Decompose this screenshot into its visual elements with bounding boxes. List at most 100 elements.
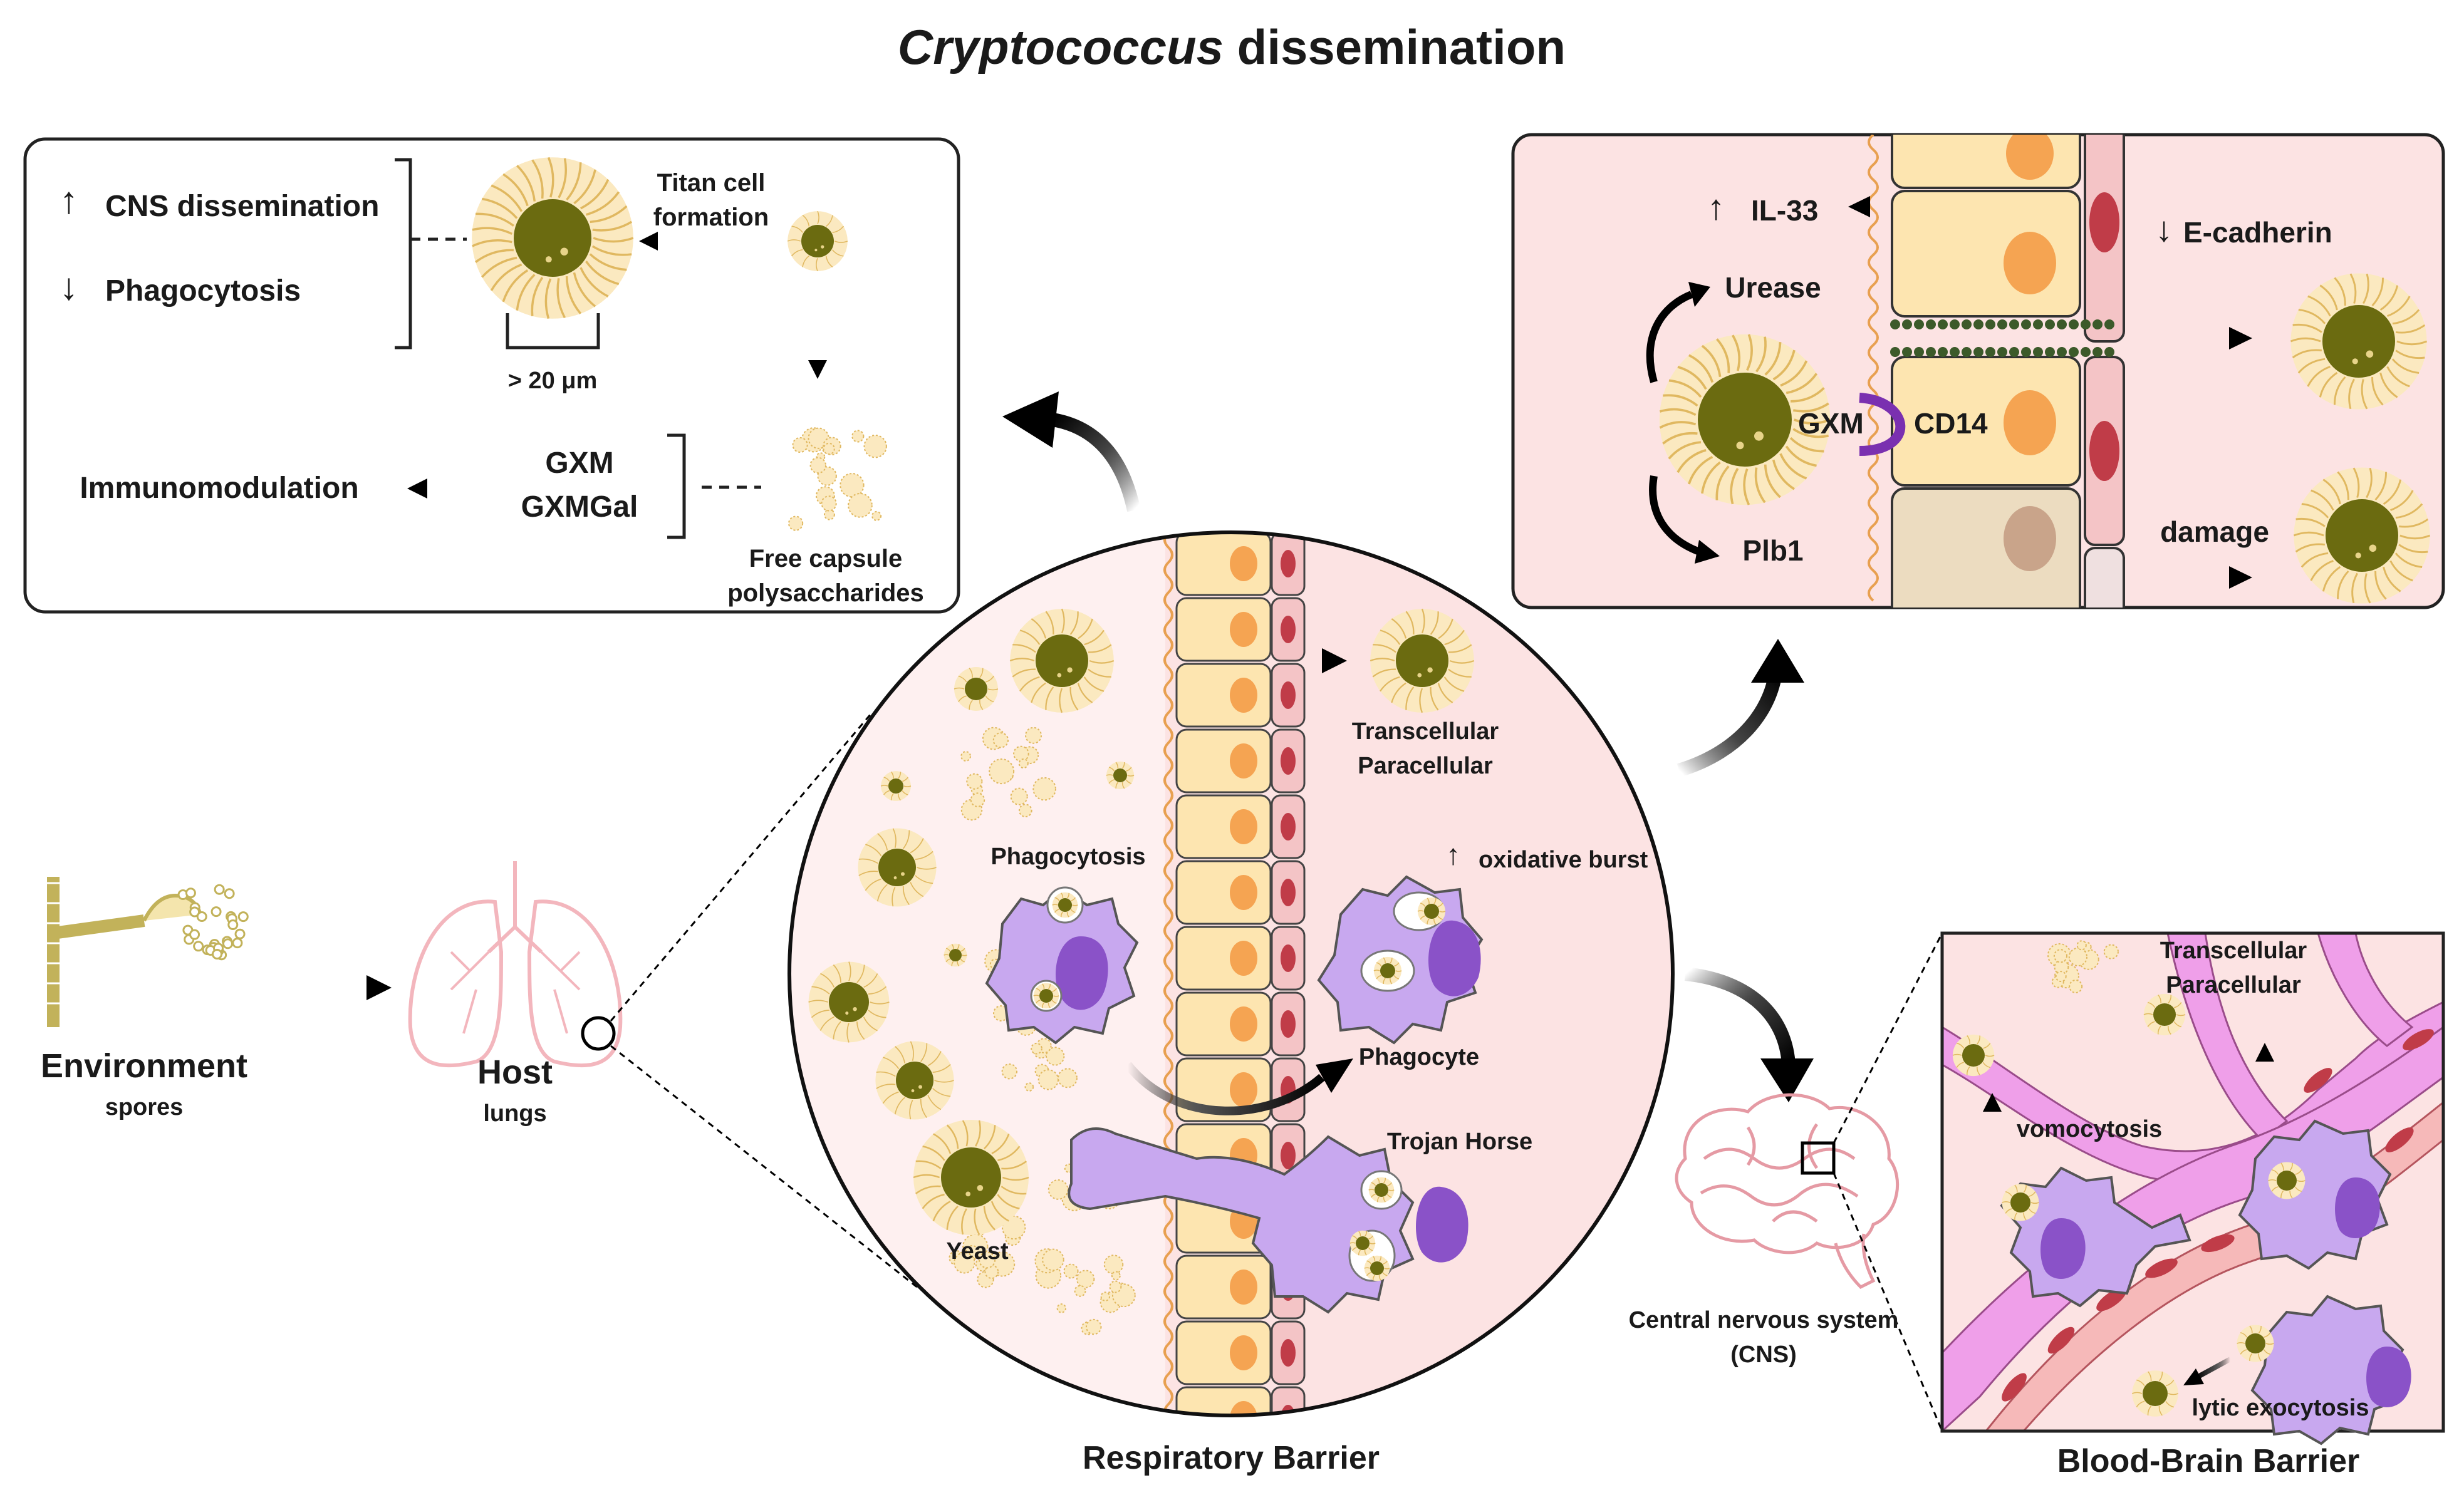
capsule-strand bbox=[820, 973, 835, 988]
titan-formation-label: formation bbox=[653, 204, 769, 231]
yeast-body bbox=[965, 678, 987, 700]
urease-label: Urease bbox=[1725, 271, 1821, 304]
capsule-strand bbox=[2398, 518, 2429, 528]
cd14-label: CD14 bbox=[1914, 407, 1988, 440]
yeast-icon bbox=[1009, 608, 1115, 713]
capsule-strand bbox=[1663, 394, 1698, 407]
capsule-strand bbox=[1676, 448, 1707, 473]
capsule-strand bbox=[865, 844, 882, 856]
polysaccharide-flake bbox=[1010, 787, 1028, 805]
up-arrow-glyph: ↑ bbox=[1707, 187, 1725, 227]
polysaccharide-flake bbox=[1047, 1179, 1069, 1200]
spore bbox=[189, 906, 200, 918]
capsule-strand bbox=[2258, 1353, 2262, 1362]
capsule-strand bbox=[1368, 1247, 1373, 1251]
capsule-strand bbox=[2337, 471, 2349, 500]
capsule-strand bbox=[1384, 1268, 1390, 1270]
epithelial-nucleus bbox=[1230, 743, 1257, 778]
capsule-strand bbox=[848, 961, 851, 981]
capsule-strand bbox=[2389, 560, 2413, 582]
capsule-strand bbox=[979, 668, 984, 678]
capsule-strand bbox=[1746, 334, 1753, 371]
capsule-strand bbox=[1420, 903, 1426, 908]
capsule-strand bbox=[2392, 309, 2420, 325]
capsule-strand bbox=[1405, 686, 1415, 710]
yeast-granule bbox=[1067, 667, 1073, 673]
capsule-strand bbox=[2289, 1190, 2293, 1199]
capsule-strand bbox=[882, 1091, 899, 1104]
capsule-strand bbox=[1764, 342, 1782, 376]
capsule-strand bbox=[974, 1208, 980, 1235]
capsule-strand bbox=[1668, 379, 1702, 398]
capsule-strand bbox=[1126, 767, 1132, 772]
capsule-strand bbox=[2298, 309, 2326, 324]
capsule-strand bbox=[898, 772, 902, 779]
capsule-strand bbox=[960, 948, 965, 952]
cilia-edge bbox=[1163, 532, 1173, 1415]
capsule-strand bbox=[1668, 441, 1702, 460]
junction-dot bbox=[2045, 347, 2055, 357]
capsule-strand bbox=[979, 700, 984, 710]
polysaccharide-flake bbox=[1076, 1270, 1095, 1288]
junction-dot bbox=[1950, 319, 1960, 329]
junction-dot bbox=[2057, 347, 2067, 357]
polysaccharide-flake bbox=[2068, 947, 2088, 967]
endothelial-nucleus bbox=[1281, 747, 1296, 775]
polysaccharide-flake bbox=[1074, 1285, 1086, 1297]
capsule-strand bbox=[910, 838, 924, 854]
capsule-strand bbox=[2005, 1191, 2013, 1197]
free-polysaccharide-cloud bbox=[949, 1215, 1026, 1288]
capsule-strand bbox=[1383, 1260, 1388, 1265]
capsule-strand bbox=[895, 1046, 906, 1063]
capsule-strand bbox=[1383, 1177, 1386, 1184]
capsule-strand bbox=[1430, 686, 1439, 711]
capsule-strand bbox=[1372, 1275, 1376, 1281]
capsule-strand bbox=[811, 1009, 830, 1018]
spore bbox=[212, 949, 223, 960]
yeast-granule bbox=[2369, 544, 2377, 552]
arrow-head-left bbox=[639, 232, 658, 251]
polysaccharide-flake bbox=[2053, 949, 2068, 963]
endothelial-nucleus bbox=[2047, 1327, 2075, 1354]
polysaccharide-flake bbox=[1024, 1082, 1034, 1092]
capsule-strand bbox=[2168, 1393, 2179, 1395]
bbb-caption: Blood-Brain Barrier bbox=[2057, 1443, 2360, 1479]
junction-dot bbox=[1973, 319, 1983, 329]
capsule-strand bbox=[2366, 467, 2373, 499]
capsule-strand bbox=[1380, 629, 1401, 645]
capsule-strand bbox=[877, 833, 888, 851]
capsule-strand bbox=[2240, 1349, 2247, 1355]
capsule-strand bbox=[476, 212, 514, 227]
yeast-granule bbox=[560, 247, 568, 256]
vomocytosis-label: vomocytosis bbox=[2017, 1116, 2162, 1142]
capsule-strand bbox=[1376, 975, 1382, 980]
capsule-strand bbox=[892, 828, 897, 848]
capsule-strand bbox=[833, 964, 842, 983]
environment-label: Environment bbox=[41, 1047, 247, 1085]
capsule-strand bbox=[2280, 1190, 2284, 1199]
yeast-granule bbox=[977, 1185, 984, 1191]
free-capsule-polysaccharides-icon bbox=[788, 427, 887, 531]
polysaccharide-flake bbox=[954, 1252, 975, 1274]
capsule-strand bbox=[1127, 775, 1135, 777]
capsule-strand bbox=[816, 258, 818, 272]
capsule-strand bbox=[2168, 995, 2172, 1004]
endothelial-nucleus bbox=[1281, 1010, 1296, 1038]
spore bbox=[227, 919, 239, 930]
endothelial-nucleus bbox=[2145, 1258, 2178, 1278]
capsule-strand bbox=[2351, 572, 2358, 604]
capsule-strand bbox=[802, 256, 809, 267]
internalized-yeast-icon bbox=[1033, 983, 1059, 1009]
capsule-strand bbox=[934, 1080, 954, 1083]
capsule-strand bbox=[2264, 1332, 2271, 1338]
yeast-granule bbox=[918, 1085, 922, 1089]
polysaccharide-flake bbox=[848, 493, 873, 518]
spore bbox=[224, 888, 235, 899]
endothelial-nucleus bbox=[1281, 1339, 1296, 1367]
capsule-strand bbox=[2371, 277, 2384, 307]
junction-dot bbox=[2092, 319, 2103, 329]
capsule-strand bbox=[585, 191, 620, 216]
polysaccharide-flake bbox=[1013, 745, 1029, 762]
capsule-strand bbox=[2297, 358, 2326, 374]
cd14-receptor bbox=[1859, 393, 1906, 456]
